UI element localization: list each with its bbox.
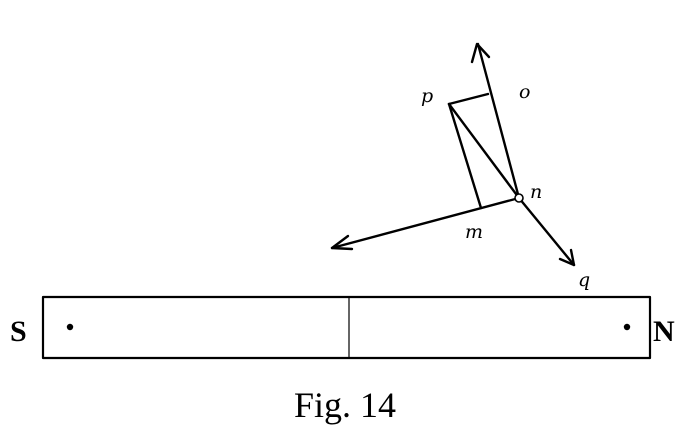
vector-n-m (330, 196, 521, 250)
parallelogram-top (447, 92, 490, 106)
diagonal-n-p (447, 102, 521, 200)
bar-magnet (41, 295, 652, 360)
label-n: n (530, 181, 542, 203)
arrowhead-m (330, 234, 354, 251)
figure-caption: Fig. 14 (294, 385, 396, 425)
arrowhead-o (470, 42, 491, 64)
parallelogram-left (447, 102, 483, 210)
vector-n-o (476, 42, 521, 200)
label-o: o (519, 81, 530, 103)
vector-n-q (517, 196, 576, 267)
label-q: q (578, 269, 590, 291)
point-n-marker (514, 193, 524, 203)
south-pole-dot (66, 323, 74, 331)
label-p: p (421, 85, 433, 107)
label-m: m (465, 221, 483, 243)
label-south-pole: S (10, 315, 27, 348)
north-pole-dot (623, 323, 631, 331)
arrowhead-q (558, 248, 576, 267)
label-north-pole: N (653, 315, 675, 348)
